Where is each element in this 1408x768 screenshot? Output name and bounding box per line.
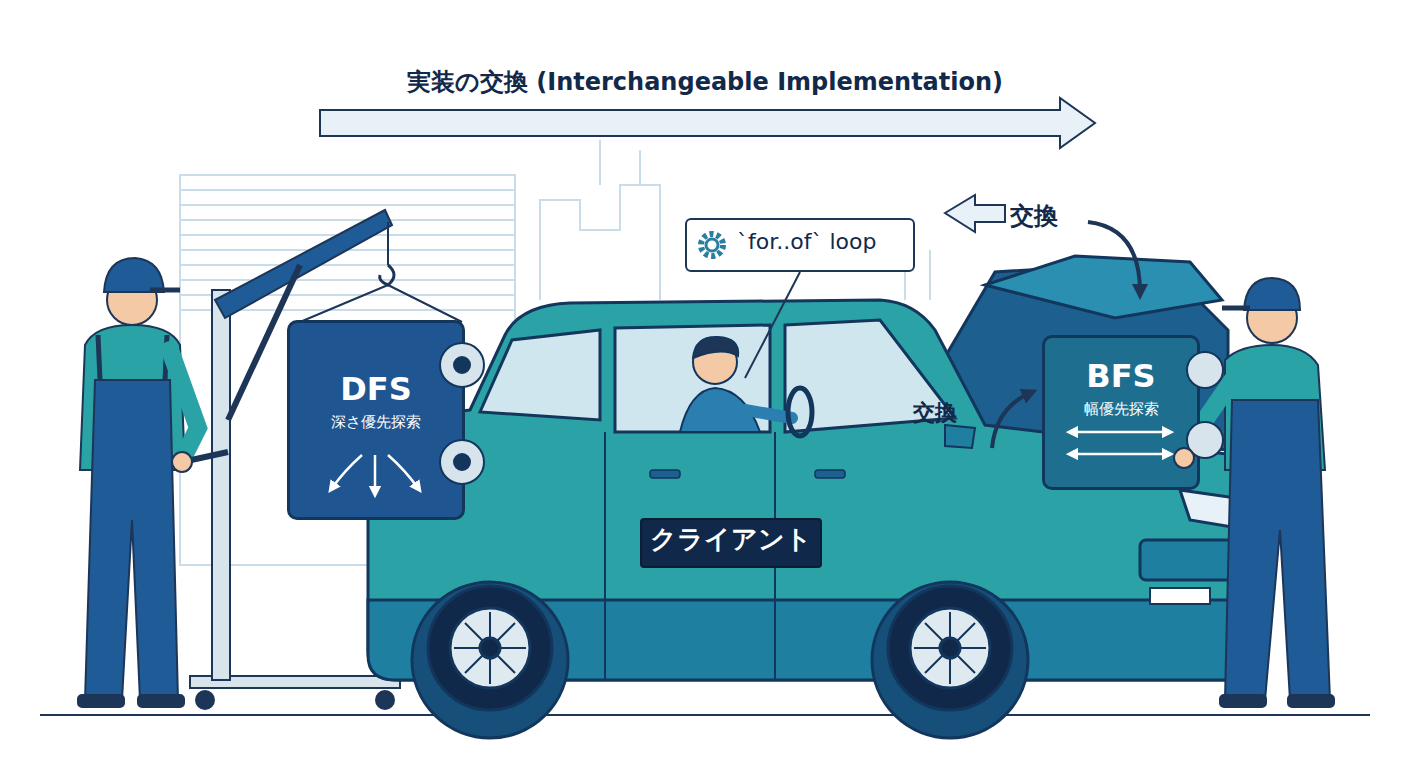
swap-label: 交換: [913, 398, 957, 428]
mechanic-shoe: [138, 695, 184, 707]
gear-ring: [706, 239, 718, 251]
hook-cable: [387, 222, 389, 265]
overall-straps: [98, 335, 167, 380]
crane-hook: [380, 265, 394, 285]
mechanic-right: [1188, 278, 1334, 707]
crane-wheel: [376, 691, 394, 709]
engine-box: DFS 深さ優先探索: [287, 320, 465, 520]
client-label: クライアント: [640, 518, 822, 568]
rear-window: [480, 330, 600, 420]
side-mirror: [945, 425, 975, 448]
mechanic-arm: [1188, 372, 1238, 455]
node-subtext: 深さ優先探索: [331, 414, 421, 431]
hub: [480, 638, 500, 658]
node-heading: クライアント: [650, 525, 812, 555]
pulley-hub: [454, 454, 470, 470]
node-subtext: 幅優先探索: [1084, 401, 1159, 418]
gear-icon: [701, 234, 723, 256]
rim: [910, 608, 990, 688]
engine-pulleys: [440, 343, 1223, 484]
tire: [888, 586, 1012, 710]
factory-outline: [540, 140, 660, 300]
mechanic-shoe: [78, 695, 124, 707]
node-heading: `for..of` loop: [737, 229, 876, 254]
title-arrow: [320, 98, 1095, 148]
side-arrow: [1072, 453, 1168, 456]
crane-boom: [215, 210, 392, 318]
down-arrow: [374, 455, 377, 492]
mechanic-left: [78, 258, 228, 707]
wheel-arch: [412, 582, 568, 738]
pulley-hub: [454, 357, 470, 373]
driver-arm: [745, 410, 792, 418]
wheel-arch: [872, 582, 1028, 738]
pulley: [440, 343, 484, 387]
door-lines: [605, 432, 775, 680]
tire: [428, 586, 552, 710]
mechanic-hand: [172, 452, 192, 472]
pulley: [1187, 352, 1223, 388]
client-car: [368, 256, 1262, 738]
door-handle: [815, 470, 845, 478]
swap-curve: [1088, 222, 1140, 292]
pulley: [440, 440, 484, 484]
mechanic-shoe: [1288, 695, 1334, 707]
bfs-arrows: [1072, 432, 1168, 454]
mechanic-arm: [170, 350, 198, 460]
swap-arrow: [945, 195, 1005, 232]
code-callout: `for..of` loop: [685, 218, 915, 272]
mechanic-overalls: [1225, 400, 1330, 700]
mechanic-shoe: [1220, 695, 1266, 707]
mechanic-cap: [104, 258, 164, 292]
swap-label: 交換: [1010, 200, 1058, 232]
ground-line: [40, 714, 1370, 716]
node-heading: BFS: [1086, 358, 1155, 395]
steering-wheel: [788, 388, 812, 436]
engine-box: BFS 幅優先探索: [1042, 335, 1200, 490]
hook-chains: [300, 285, 462, 322]
mechanic-cap: [1244, 278, 1300, 310]
mechanic-hand: [1174, 448, 1194, 468]
diagram-title: 実装の交換 (Interchangeable Implementation): [300, 66, 1110, 98]
node-heading: DFS: [340, 371, 411, 408]
door-handle: [650, 470, 680, 478]
leader-line: [745, 272, 800, 378]
crane-wheel: [196, 691, 214, 709]
side-arrow: [1072, 431, 1168, 434]
cap-brim: [150, 288, 180, 293]
pulley: [1187, 422, 1223, 458]
mechanic-overalls: [85, 380, 178, 700]
crane-cylinder: [228, 265, 300, 420]
license-plate: [1150, 588, 1210, 604]
down-arrow: [332, 455, 362, 488]
down-arrow: [388, 455, 418, 488]
pipe-lines: [905, 240, 930, 300]
rim: [450, 608, 530, 688]
dfs-arrows: [332, 455, 418, 492]
gear-teeth: [701, 234, 723, 256]
open-hood: [985, 256, 1222, 318]
driver-hair: [693, 337, 738, 358]
crane-post: [212, 290, 230, 680]
cap-brim: [1222, 306, 1250, 311]
rim-spokes: [454, 612, 526, 684]
swap-curve: [992, 393, 1030, 448]
rim-spokes: [914, 612, 986, 684]
hub: [940, 638, 960, 658]
